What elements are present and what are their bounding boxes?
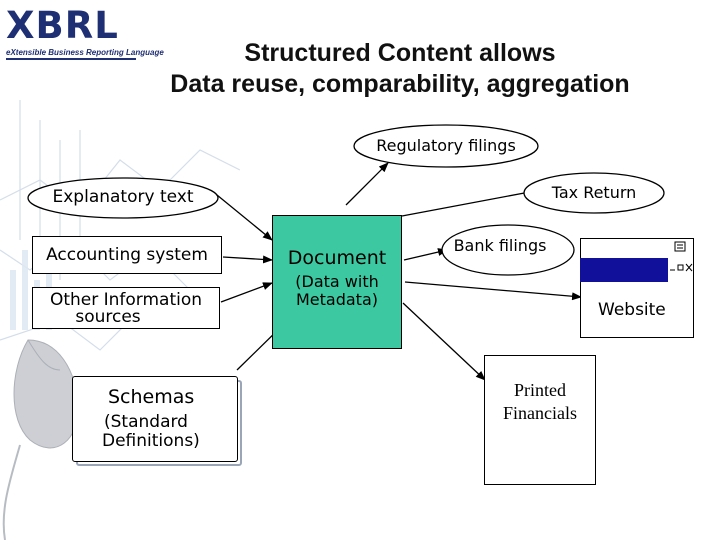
accounting-system-box [32, 236, 222, 274]
title-line-2: Data reuse, comparability, aggregation [170, 70, 630, 98]
logo-wordmark: XBRL [6, 4, 119, 47]
document-sub-line-2: Metadata) [295, 290, 378, 309]
title-line-1: Structured Content allows [244, 39, 556, 67]
explanatory-text-label: Explanatory text [52, 187, 194, 207]
tax-return-shape [523, 172, 665, 214]
maximize-icon [674, 241, 686, 252]
regulatory-filings-label: Regulatory filings [376, 136, 516, 155]
close-icon [685, 263, 693, 272]
bank-filings-shape [441, 224, 575, 276]
schemas-sub-line-1: (Standard [104, 412, 188, 432]
accounting-system-label: Accounting system [46, 245, 208, 265]
printed-financials-line-2: Financials [503, 403, 577, 423]
schemas-box [72, 376, 238, 462]
printed-financials-box [484, 355, 596, 485]
document-title: Document [287, 247, 387, 269]
printed-financials-line-1: Printed [514, 380, 566, 400]
bank-filings-label: Bank filings [453, 236, 547, 255]
arrow-explanatory-to-document [216, 194, 273, 241]
schemas-title: Schemas [108, 386, 195, 408]
other-information-line-1: Other Information [49, 290, 203, 310]
arrow-document-to-bank [403, 248, 448, 261]
arrow-document-to-printed [402, 302, 486, 381]
mouse-icon [2, 339, 79, 540]
arrow-accounting-to-document [222, 255, 273, 264]
website-window [580, 238, 694, 338]
website-title-bar [580, 258, 668, 282]
document-sub-line-1: (Data with [295, 272, 379, 291]
website-label: Website [598, 300, 666, 320]
window-controls [670, 241, 693, 272]
logo-underline [6, 58, 136, 60]
explanatory-text-shape [27, 177, 219, 219]
page-title: Structured Content allows Data reuse, co… [120, 38, 680, 100]
other-information-box [32, 287, 220, 329]
schemas-sub-line-2: Definitions) [102, 431, 200, 451]
restore-icon [677, 264, 684, 271]
arrow-other-to-document [220, 282, 273, 303]
document-box [272, 215, 402, 349]
logo-tagline: eXtensible Business Reporting Language [6, 48, 164, 57]
arrow-document-to-website [404, 281, 582, 301]
tax-return-label: Tax Return [551, 183, 637, 202]
other-information-line-2: sources [75, 307, 141, 327]
arrow-document-to-tax [401, 188, 536, 217]
xbrl-logo: XBRL eXtensible Business Reporting Langu… [6, 4, 164, 64]
regulatory-filings-shape [353, 124, 539, 168]
arrow-document-to-regulatory [345, 162, 389, 206]
